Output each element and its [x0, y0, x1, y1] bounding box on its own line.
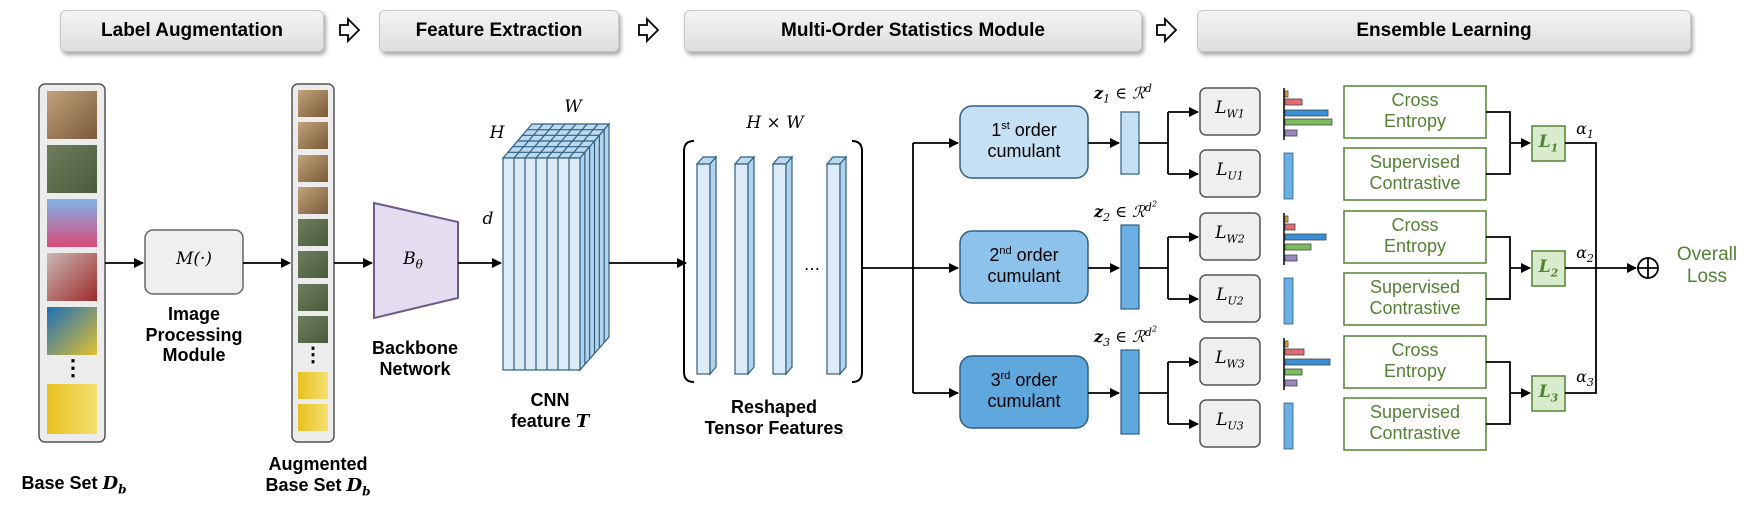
- cumulant-label-3: 3rd order cumulant: [987, 370, 1061, 411]
- sum-node: [1637, 257, 1659, 279]
- cumulant-box-1: [959, 105, 1089, 179]
- cnn-feature-cube: [501, 122, 611, 372]
- augmented-set-dots: ⋮: [303, 344, 323, 366]
- stage-multi-order-statistics: Multi-Order Statistics Module: [684, 10, 1142, 52]
- cnn-w-label: W: [564, 97, 582, 117]
- reshaped-tensor-bars: [695, 155, 848, 376]
- branch-loss-boxes: [1531, 125, 1566, 412]
- cnn-h-label: H: [489, 123, 505, 143]
- alpha-2: α2: [1576, 243, 1594, 266]
- z-label-1: z1 ∈ ℛd: [1094, 82, 1152, 106]
- cumulant-label-1: 1st order cumulant: [987, 120, 1061, 161]
- cumulant-box-2: [959, 230, 1089, 304]
- cnn-feature-label: CNN feature T: [510, 390, 590, 432]
- branch-loss-2: L2: [1538, 257, 1559, 280]
- augmented-set-label: Augmented Base Set Db: [265, 454, 371, 499]
- reshaped-dims-label: H × W: [746, 113, 804, 133]
- image-processing-symbol: M(·): [175, 249, 213, 269]
- unsup-bar-3: [1283, 402, 1294, 450]
- z-feature-bar-2: [1120, 224, 1140, 310]
- z-feature-bar-3: [1120, 349, 1140, 435]
- augmented-set-images: [291, 83, 335, 443]
- classifier-u3: LU3: [1216, 410, 1244, 433]
- reshaped-label: Reshaped Tensor Features: [704, 397, 844, 438]
- classifier-boxes: [1199, 87, 1261, 448]
- stage-arrow-1: [339, 16, 361, 44]
- stage-title: Ensemble Learning: [1356, 20, 1532, 41]
- image-processing-box: [144, 229, 244, 295]
- classifier-w2: LW2: [1215, 223, 1245, 246]
- reshaped-ellipsis: …: [804, 255, 820, 274]
- backbone-symbol: Bθ: [403, 249, 423, 272]
- alpha-1: α1: [1576, 119, 1594, 142]
- stage-arrow-2: [638, 16, 660, 44]
- stage-feature-extraction: Feature Extraction: [379, 10, 619, 52]
- backbone-label: Backbone Network: [371, 338, 459, 379]
- branch-loss-1: L1: [1538, 132, 1559, 155]
- stage-arrows: [339, 16, 1178, 44]
- stage-label-augmentation: Label Augmentation: [60, 10, 324, 52]
- base-set-label: Base Set Db: [21, 473, 127, 497]
- cumulant-box-3: [959, 355, 1089, 429]
- mini-bar-charts: [1283, 88, 1333, 450]
- classifier-u1: LU1: [1216, 160, 1244, 183]
- base-set-dots: ⋮: [62, 355, 84, 380]
- z-label-3: z3 ∈ ℛd2: [1094, 324, 1158, 350]
- classifier-w3: LW3: [1215, 348, 1245, 371]
- alpha-3: α3: [1576, 367, 1594, 390]
- stage-title: Multi-Order Statistics Module: [781, 20, 1045, 41]
- classifier-u2: LU2: [1216, 285, 1244, 308]
- classifier-w1: LW1: [1215, 98, 1245, 121]
- stage-title: Label Augmentation: [101, 20, 283, 41]
- cnn-d-label: d: [482, 209, 494, 229]
- stage-title: Feature Extraction: [415, 20, 583, 41]
- stage-ensemble-learning: Ensemble Learning: [1197, 10, 1691, 52]
- z-label-2: z2 ∈ ℛd2: [1094, 199, 1158, 225]
- unsup-bar-1: [1283, 152, 1294, 200]
- base-set-images: [38, 83, 106, 443]
- connectors: [105, 107, 1637, 429]
- branch-loss-3: L3: [1538, 382, 1559, 405]
- image-processing-label: Image Processing Module: [145, 304, 243, 366]
- stage-arrow-3: [1156, 16, 1178, 44]
- unsup-bar-2: [1283, 277, 1294, 325]
- loss-boxes: [1343, 85, 1487, 451]
- cumulant-label-2: 2nd order cumulant: [987, 245, 1061, 286]
- backbone-network-shape: [373, 201, 459, 320]
- z-feature-bar-1: [1120, 111, 1140, 175]
